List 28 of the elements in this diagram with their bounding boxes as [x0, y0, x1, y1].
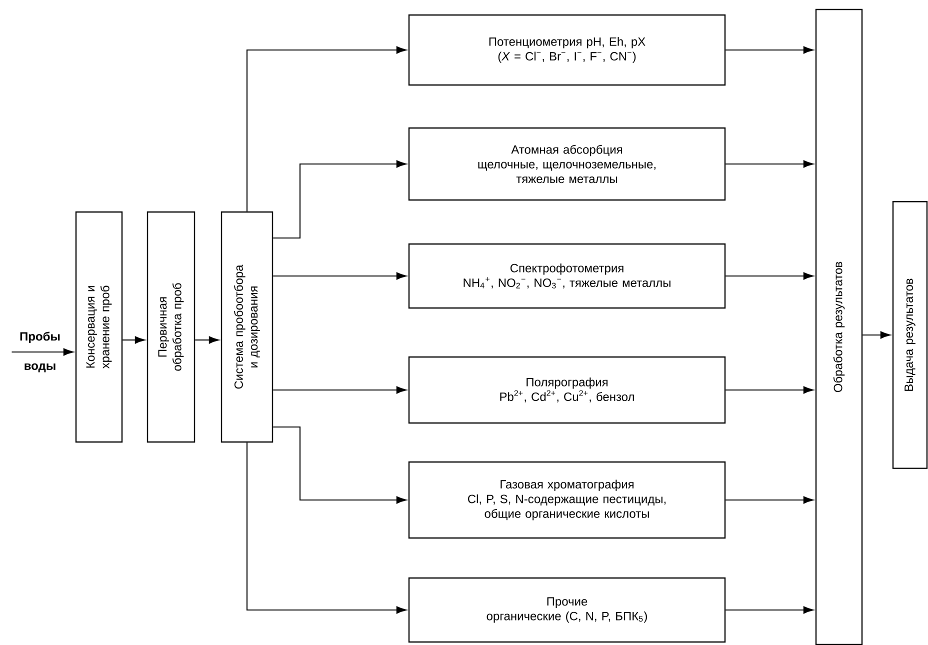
- process-box: Система пробоотбора и дозирования: [220, 211, 274, 443]
- method-box: Полярография Pb$^{2+}$, Cd$^{2+}$, Cu$^{2+}$, бензол: [408, 356, 726, 424]
- arrow: [726, 386, 814, 394]
- arrow: [726, 272, 814, 280]
- arrow: [12, 348, 74, 356]
- arrow: [246, 46, 406, 212]
- arrow: [246, 442, 406, 614]
- arrow: [273, 160, 406, 239]
- arrow: [195, 336, 219, 344]
- arrow: [273, 272, 406, 280]
- method-box: Прочие органические (C, N, P, БПК$_{5}$): [408, 577, 726, 643]
- arrow: [726, 496, 814, 504]
- method-box: Спектрофотометрия NH$_{4}$$^{+}$, NO$_{2}$$^{−}$, NO$_{3}$$^{−}$, тяжелые металлы: [408, 243, 726, 309]
- arrow: [726, 46, 814, 54]
- method-box: Потенциометрия pH, Eh, pX (X = Cl$^{−}$, Br$^{−}$, I$^{−}$, F$^{−}$, CN$^{−}$): [408, 14, 726, 86]
- process-box: Первичная обработка проб: [146, 211, 196, 443]
- method-box: Газовая хроматография Cl, P, S, N-содержащие пестициды, общие органические кислоты: [408, 461, 726, 539]
- process-box: Обработка результатов: [815, 8, 863, 645]
- arrow: [273, 386, 406, 394]
- method-box: Атомная абсорбция щелочные, щелочноземельные, тяжелые металлы: [408, 127, 726, 201]
- process-box: Выдача результатов: [892, 201, 928, 469]
- arrow: [726, 160, 814, 168]
- input-label: Пробы воды: [20, 332, 60, 372]
- arrow: [122, 336, 145, 344]
- arrow: [726, 606, 814, 614]
- arrow: [273, 426, 406, 504]
- arrow: [862, 331, 890, 339]
- process-box: Консервация и хранение проб: [75, 211, 123, 443]
